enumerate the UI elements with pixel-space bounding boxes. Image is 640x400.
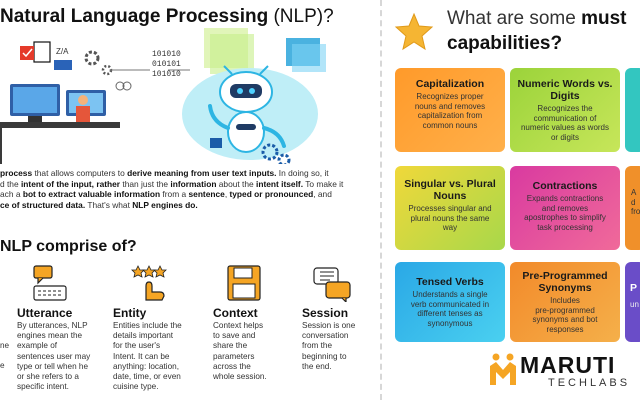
gear-icon [261, 143, 279, 161]
star-icon [394, 12, 434, 51]
hand-stars-icon [131, 265, 167, 301]
gear-icon [84, 50, 100, 66]
component-name: Session [302, 306, 349, 320]
binary-line: 010101 [152, 60, 181, 69]
card-title: Capitalization [415, 78, 485, 90]
side-fragment: ne [0, 341, 10, 350]
left-title: Natural Language Processing (NLP)? [0, 6, 334, 28]
component-name: Entity [113, 306, 147, 320]
text-icon: Z/A [56, 47, 69, 56]
side-fragment: e [0, 361, 5, 370]
card-title: Singular vs. Plural Nouns [404, 178, 496, 202]
binary-line: 101010 [152, 70, 181, 79]
description-line-4: ce of structured data. That's what NLP e… [0, 199, 198, 210]
comprise-title: NLP comprise of? [0, 238, 137, 255]
document-icon [20, 41, 51, 63]
card-title: Tensed Verbs [416, 276, 484, 288]
description-line-3: ach a bot to extract valuable informatio… [0, 189, 332, 200]
capability-card-partial [625, 68, 640, 152]
nlp-description: process that allows computers to derive … [0, 168, 372, 210]
left-title-main: Natural Language Processing [0, 6, 269, 27]
robot-body [227, 111, 265, 153]
nlp-illustration: Z/A 101010 010101 101010 [0, 28, 326, 164]
card-title: Pre-Programmed Synonyms [522, 270, 608, 294]
section-divider [380, 0, 382, 400]
small-block [210, 138, 222, 148]
description-line-2: d the intent of the input, rather than j… [0, 178, 344, 189]
right-title-line-2: capabilities? [447, 33, 563, 54]
person-figure [76, 106, 90, 122]
component-name: Context [213, 306, 258, 320]
binary-line: 101010 [152, 50, 181, 59]
brand-name: MARUTI [520, 352, 616, 378]
text-badge [54, 60, 72, 70]
card-title: Contractions [532, 180, 598, 192]
brand-subtitle: TECHLABS [548, 377, 631, 389]
speech-bubbles-icon [313, 267, 351, 302]
component-name: Utterance [17, 306, 73, 320]
chat-keyboard-icon [33, 265, 67, 301]
maruti-logo-icon [490, 353, 516, 385]
capability-card-partial: P un [625, 262, 640, 342]
left-title-suffix: (NLP)? [273, 6, 334, 27]
floppy-disk-icon [227, 265, 261, 301]
right-title-line-1: What are some must [447, 8, 627, 29]
card-title: Numeric Words vs. Digits [517, 78, 613, 102]
capability-card: Singular vs. Plural Nouns Processes sing… [395, 166, 505, 250]
description-line-1: process that allows computers to derive … [0, 168, 329, 178]
desk [0, 122, 120, 128]
